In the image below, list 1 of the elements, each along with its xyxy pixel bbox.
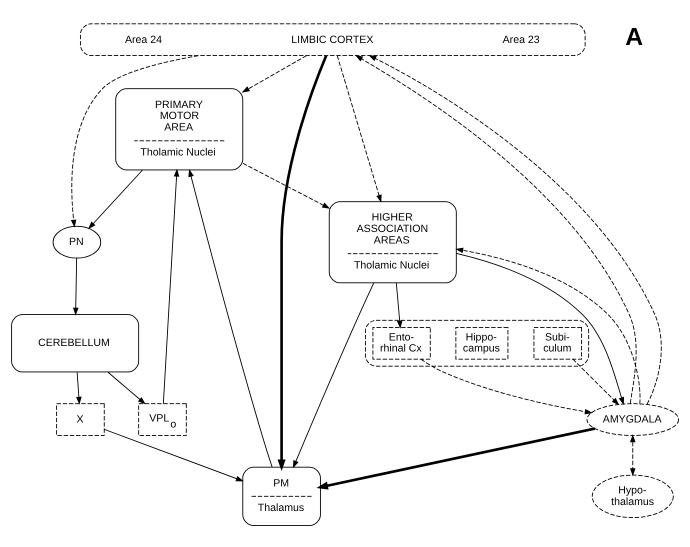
- label: A: [625, 23, 644, 50]
